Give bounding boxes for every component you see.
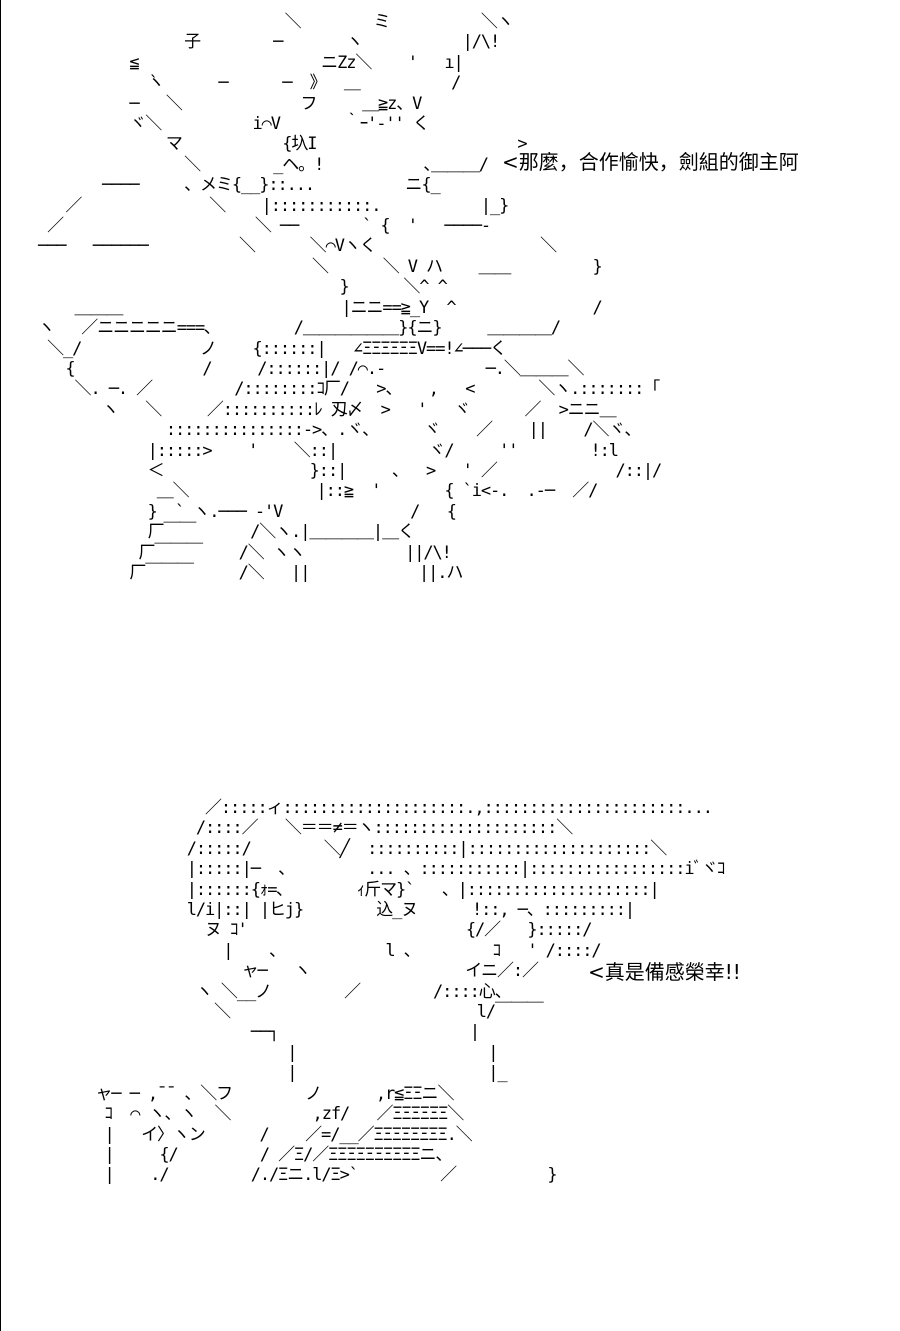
speech-line-lower: <真是備感榮幸!! (588, 960, 741, 984)
left-border-line (0, 0, 1, 1331)
ascii-art-upper-figure: ＼ ミ ＼ヽ 子 ─ ヽ |/\! ≦ ニZz＼ ' ı| ̀ヽ ─ ─ 》 ＿… (38, 12, 662, 583)
speech-line-upper: <那麼，合作愉快，劍組的御主阿 (502, 150, 799, 174)
ascii-art-lower-figure: ／:::::ィ::::::::::::::::::::.,:::::::::::… (95, 798, 725, 1186)
